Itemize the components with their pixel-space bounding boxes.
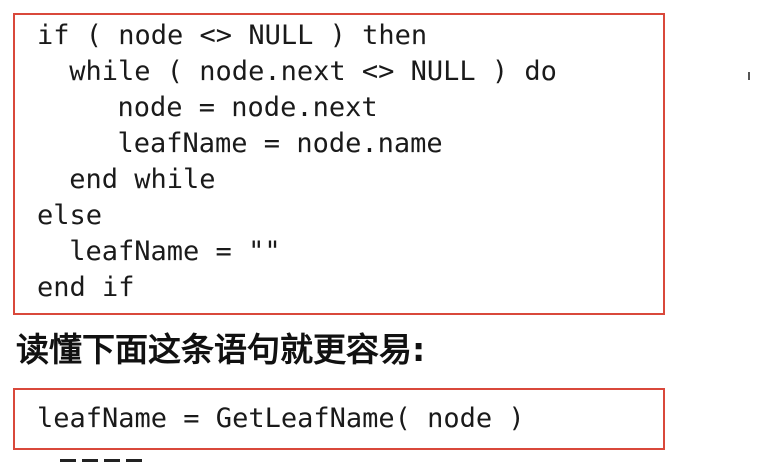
scan-speck <box>748 72 750 80</box>
code-line-1: if ( node <> NULL ) then <box>37 20 428 51</box>
cut-off-text-fragment <box>60 458 180 470</box>
code-line-single: leafName = GetLeafName( node ) <box>37 403 525 434</box>
code-block-2: leafName = GetLeafName( node ) <box>13 388 665 450</box>
code-line-6: else <box>37 200 103 231</box>
code-block-1: if ( node <> NULL ) then while ( node.ne… <box>13 13 665 315</box>
code-line-5: end while <box>53 164 216 195</box>
code-line-3: node = node.next <box>85 92 378 123</box>
code-line-8: end if <box>37 272 135 303</box>
caption-text: 读懂下面这条语句就更容易: <box>16 330 426 369</box>
code-line-2: while ( node.next <> NULL ) do <box>53 56 557 87</box>
code-line-4: leafName = node.name <box>85 128 443 159</box>
code-line-7: leafName = "" <box>53 236 281 267</box>
